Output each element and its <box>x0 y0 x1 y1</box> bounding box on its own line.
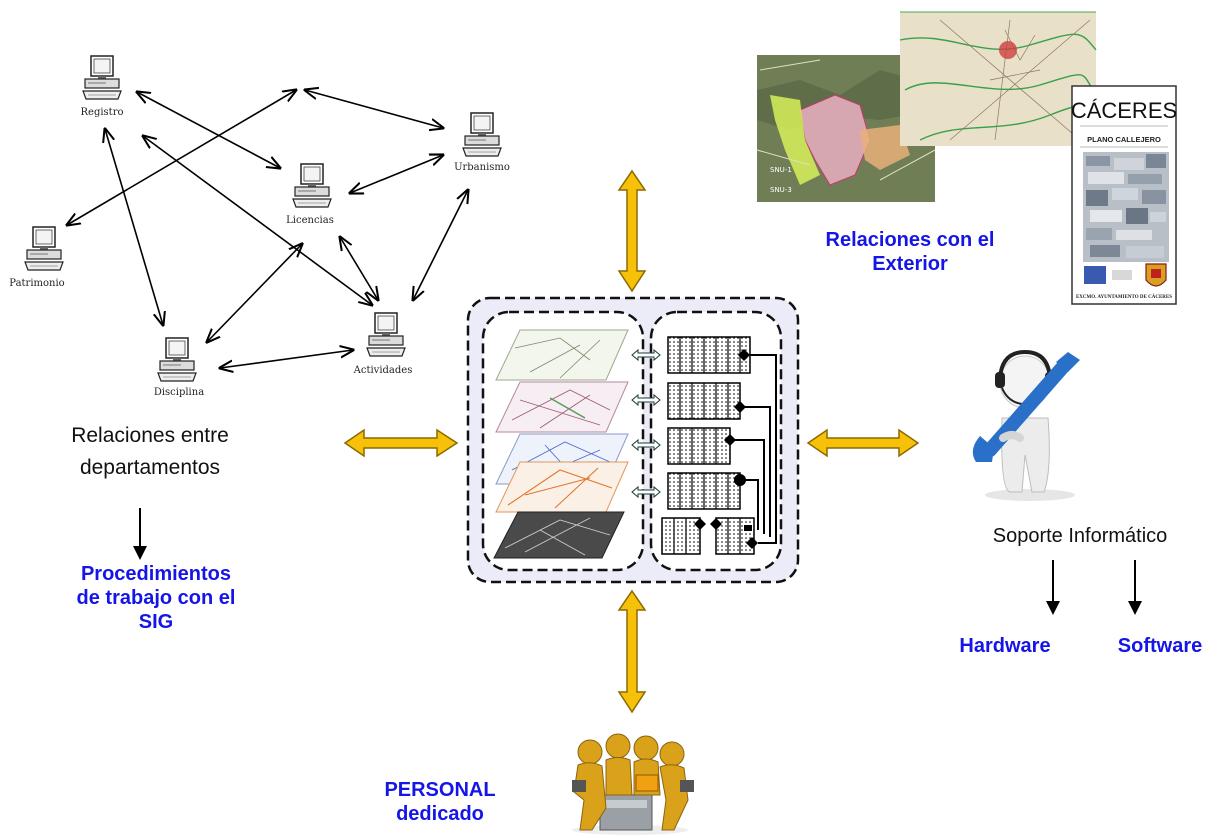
relaciones-exterior-line2: Exterior <box>872 253 948 275</box>
db-table-5 <box>661 517 755 555</box>
computer-licencias-icon <box>292 163 332 208</box>
computer-disciplina-icon <box>157 337 197 382</box>
relationship-markers <box>694 349 758 549</box>
db-table-3 <box>667 427 731 465</box>
procedimientos-sig-label: Procedimientos de trabajo con el SIG <box>40 562 272 634</box>
computer-registro-icon <box>82 55 122 100</box>
brochure-subtitle: PLANO CALLEJERO <box>1087 135 1161 144</box>
db-table-1 <box>667 336 751 374</box>
db-table-2 <box>667 382 741 420</box>
down-arrows <box>133 508 1142 615</box>
procedimientos-line1: Procedimientos <box>80 563 232 585</box>
soporte-informatico-label: Soporte Informático <box>992 525 1168 547</box>
map-layers <box>493 329 629 559</box>
dept-label-disciplina: Disciplina <box>154 387 204 398</box>
relaciones-exterior-label: Relaciones con el Exterior <box>790 228 1030 276</box>
down-arrow-software <box>1128 560 1142 615</box>
brochure-badge <box>1112 270 1132 280</box>
relaciones-departamentos-label: Relaciones entre departamentos <box>40 420 260 484</box>
computer-patrimonio-icon <box>24 226 64 271</box>
map-layer-2 <box>495 381 629 433</box>
database-tables <box>661 336 777 555</box>
yellow-arrow-horizontal-right <box>806 428 920 458</box>
yellow-double-arrows <box>343 169 920 714</box>
gis-panel <box>466 296 800 584</box>
procedimientos-line2: de trabajo con el <box>76 587 236 609</box>
exterior-maps: SNU-1 SNU-3 CÁCERES PLANO CALLEJERO <box>756 11 1177 305</box>
brochure-footer: EXCMO. AYUNTAMIENTO DE CÁCERES <box>1076 294 1172 300</box>
personal-line2: dedicado <box>396 803 484 825</box>
personnel-group-figure <box>572 733 694 835</box>
dept-label-actividades: Actividades <box>353 365 413 376</box>
brochure-title: CÁCERES <box>1071 98 1177 123</box>
dept-label-licencias: Licencias <box>286 215 334 226</box>
map-layer-5 <box>493 511 625 559</box>
hardware-label: Hardware <box>959 635 1051 657</box>
department-network: Registro Urbanismo Licencias Patrimonio … <box>9 55 510 398</box>
software-label: Software <box>1117 635 1203 657</box>
brochure-collage <box>1083 152 1169 262</box>
computer-urbanismo-icon <box>462 112 502 157</box>
map-layer-1 <box>495 329 629 381</box>
yellow-arrow-horizontal-left <box>343 428 459 458</box>
procedimientos-line3: SIG <box>138 611 174 633</box>
caceres-brochure: CÁCERES PLANO CALLEJERO <box>1071 85 1177 305</box>
topographic-map-image <box>899 11 1097 146</box>
sig-logo <box>1084 266 1106 284</box>
city-coat-of-arms <box>1145 263 1167 287</box>
computer-actividades-icon <box>366 312 406 357</box>
relaciones-departamentos-line2: departamentos <box>79 456 221 479</box>
relaciones-departamentos-line1: Relaciones entre <box>71 424 229 447</box>
map-label-snu1: SNU-1 <box>770 166 792 174</box>
network-arrows <box>67 90 468 368</box>
down-arrow-procedimientos <box>133 508 147 560</box>
dept-label-patrimonio: Patrimonio <box>9 278 64 289</box>
dept-label-registro: Registro <box>81 107 124 118</box>
personal-dedicado-label: PERSONAL dedicado <box>360 778 520 826</box>
db-table-4 <box>667 472 741 510</box>
yellow-arrow-vertical-bottom <box>617 589 647 714</box>
down-arrow-hardware <box>1046 560 1060 615</box>
personal-line1: PERSONAL <box>384 779 496 801</box>
yellow-arrow-vertical-top <box>617 169 647 293</box>
dept-label-urbanismo: Urbanismo <box>454 162 510 173</box>
map-label-snu3: SNU-3 <box>770 186 792 194</box>
technical-support-figure <box>972 349 1080 501</box>
relaciones-exterior-line1: Relaciones con el <box>825 229 995 251</box>
layer-table-links <box>631 348 661 499</box>
